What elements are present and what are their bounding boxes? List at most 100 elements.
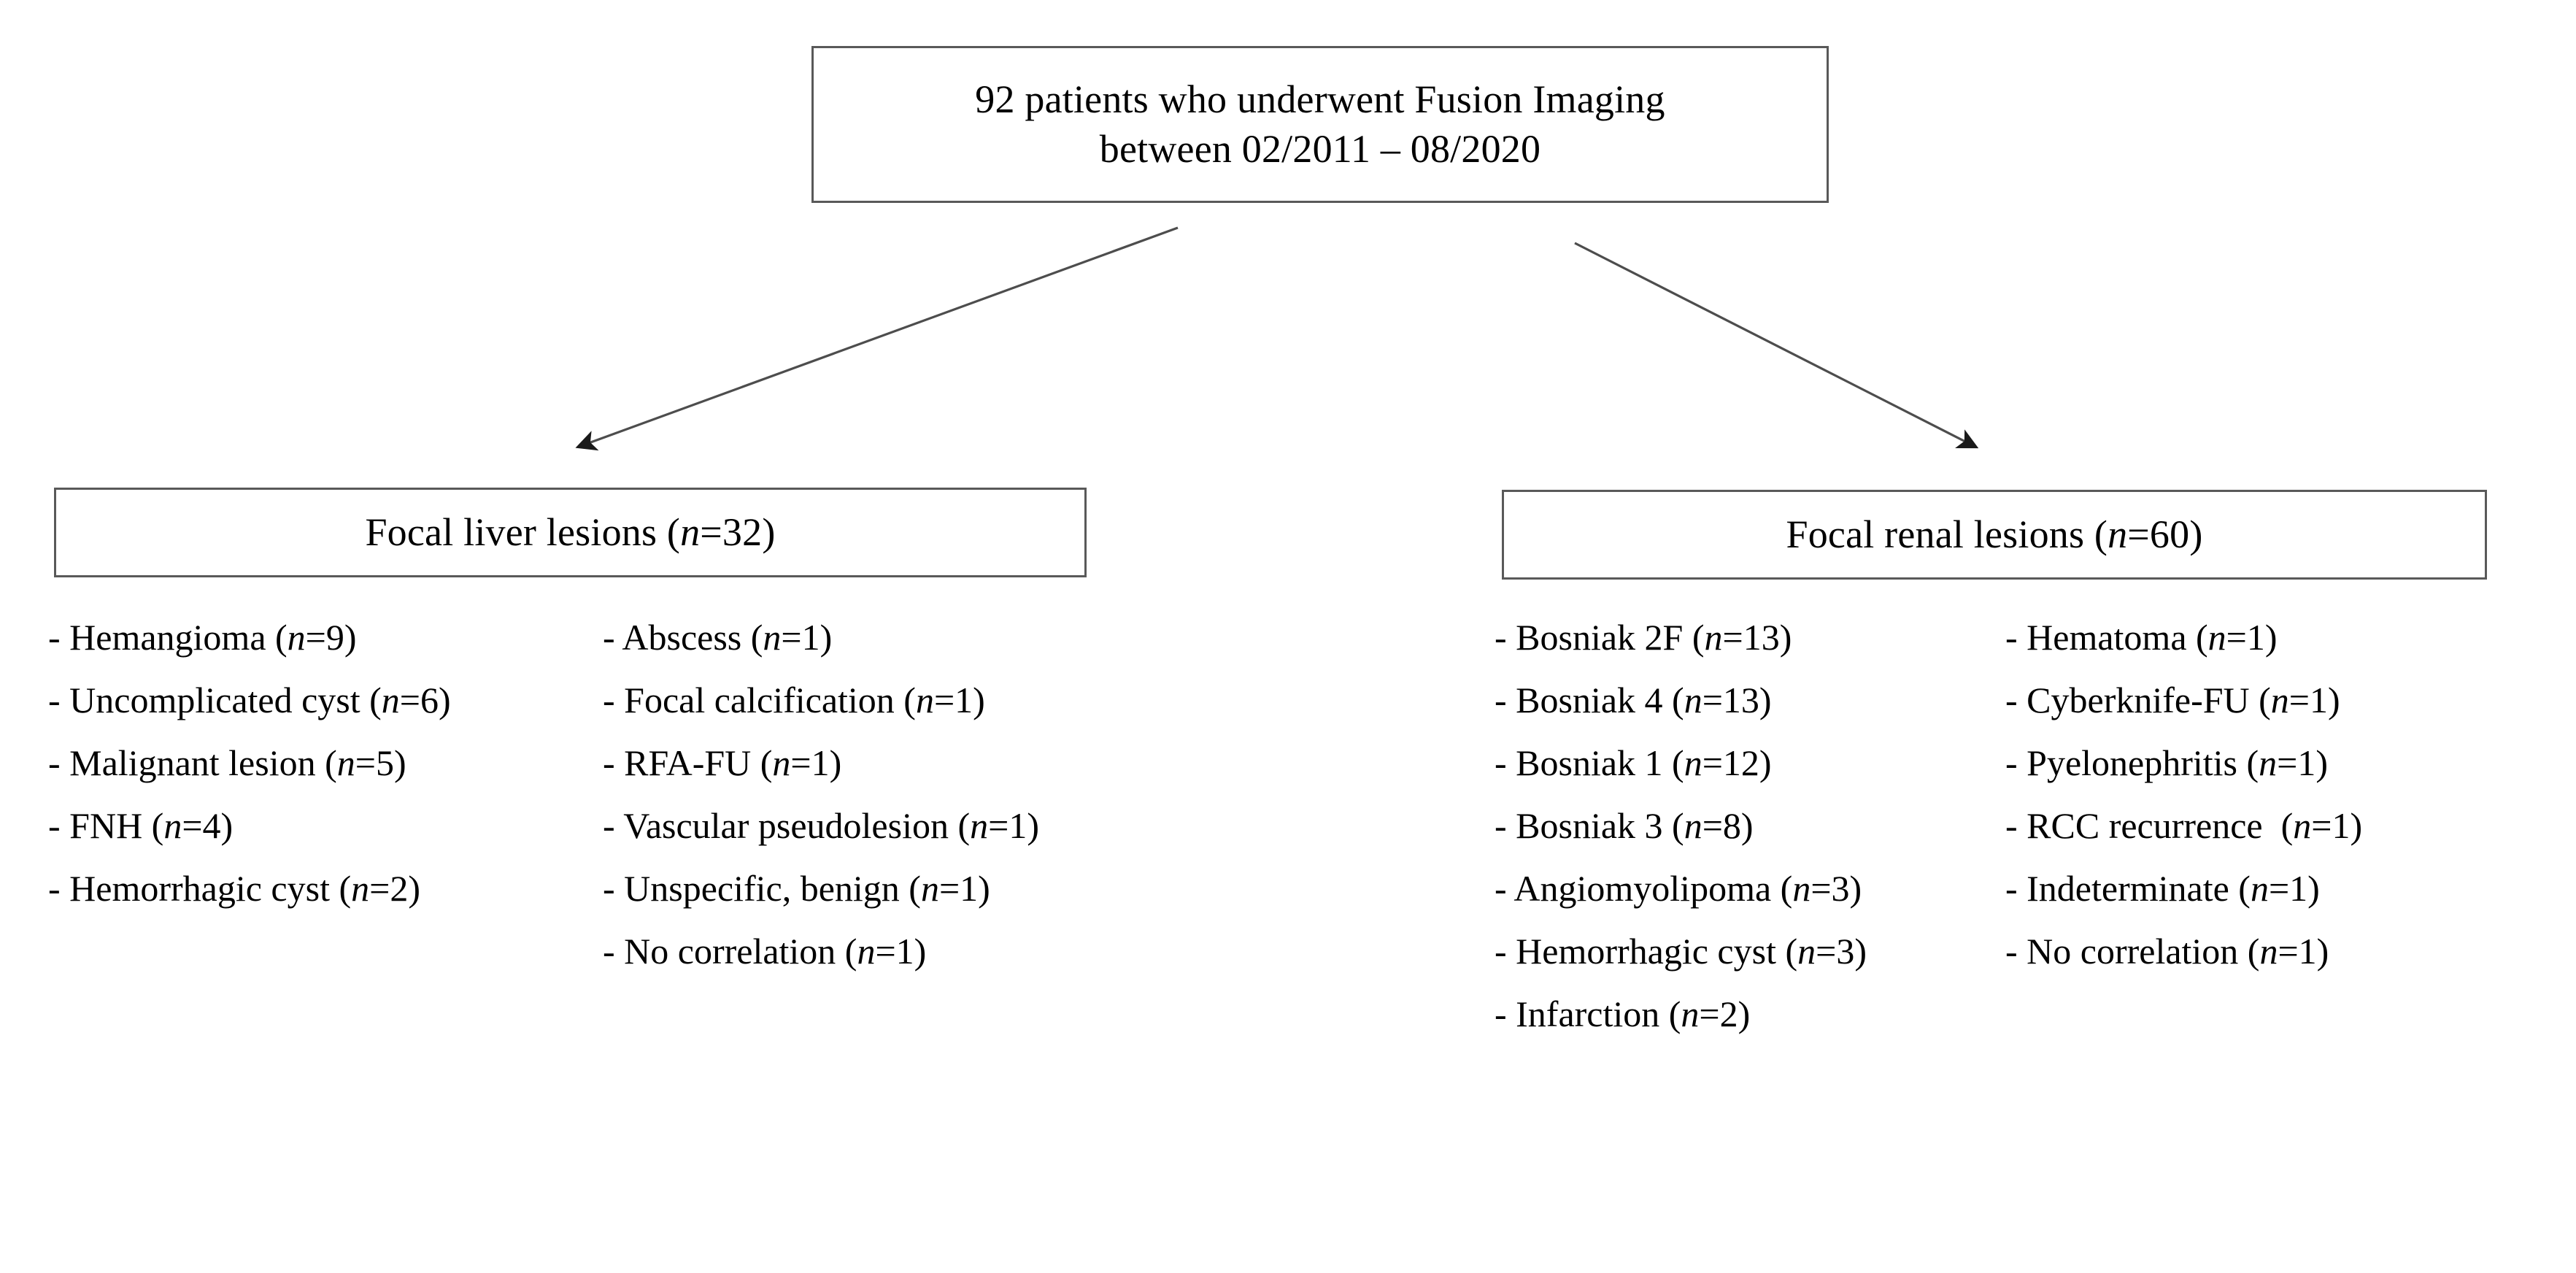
lesion-count: =1) <box>2311 805 2363 846</box>
lesion-n-italic: n <box>1797 931 1816 972</box>
lesion-count: =9) <box>305 617 357 658</box>
lesion-label: - Vascular pseudolesion ( <box>603 805 971 846</box>
lesion-count: =1) <box>2268 868 2320 909</box>
liver-header-n-italic: n <box>680 509 701 554</box>
lesion-label: - Pyelonephritis ( <box>2005 742 2259 783</box>
arrow-root-to-renal <box>1574 242 1979 449</box>
lesion-count: =2) <box>1699 993 1751 1034</box>
lesion-list-item: - Hemorrhagic cyst (n=2) <box>48 870 603 907</box>
lesion-count: =1) <box>2288 680 2340 720</box>
lesion-n-italic: n <box>2259 742 2278 783</box>
liver-node-box: Focal liver lesions (n=32) <box>54 488 1087 577</box>
lesion-list-item: - Cyberknife-FU (n=1) <box>2005 682 2538 718</box>
root-node-text: 92 patients who underwent Fusion Imaging… <box>975 75 1665 174</box>
lesion-n-italic: n <box>2259 931 2278 972</box>
lesion-label: - RFA-FU ( <box>603 742 773 783</box>
lesion-count: =1) <box>875 931 927 972</box>
renal-lesion-column-2: - Hematoma (n=1)- Cyberknife-FU (n=1)- P… <box>2005 619 2538 996</box>
lesion-list-item: - Angiomyolipoma (n=3) <box>1495 870 2005 907</box>
lesion-label: - Cyberknife-FU ( <box>2005 680 2271 720</box>
lesion-label: - Angiomyolipoma ( <box>1495 868 1793 909</box>
lesion-label: - Bosniak 2F ( <box>1495 617 1705 658</box>
lesion-list-item: - Bosniak 1 (n=12) <box>1495 745 2005 781</box>
lesion-list-item: - No correlation (n=1) <box>603 933 1201 969</box>
lesion-n-italic: n <box>381 680 400 720</box>
lesion-list-item: - Bosniak 3 (n=8) <box>1495 807 2005 844</box>
lesion-label: - No correlation ( <box>2005 931 2260 972</box>
lesion-list-item: - Abscess (n=1) <box>603 619 1201 655</box>
renal-node-box: Focal renal lesions (n=60) <box>1502 490 2487 580</box>
lesion-list-item: - Bosniak 2F (n=13) <box>1495 619 2005 655</box>
lesion-n-italic: n <box>970 805 989 846</box>
lesion-n-italic: n <box>2270 680 2289 720</box>
lesion-n-italic: n <box>915 680 934 720</box>
lesion-label: - Uncomplicated cyst ( <box>48 680 382 720</box>
lesion-count: =13) <box>1722 617 1792 658</box>
lesion-label: - FNH ( <box>48 805 164 846</box>
renal-header-prefix: Focal renal lesions ( <box>1786 512 2108 556</box>
lesion-label: - No correlation ( <box>603 931 857 972</box>
lesion-label: - Indeterminate ( <box>2005 868 2251 909</box>
lesion-label: - Hemorrhagic cyst ( <box>48 868 352 909</box>
lesion-n-italic: n <box>163 805 182 846</box>
lesion-list-item: - Hemangioma (n=9) <box>48 619 603 655</box>
lesion-label: - Bosniak 3 ( <box>1495 805 1684 846</box>
lesion-n-italic: n <box>772 742 791 783</box>
lesion-count: =1) <box>2226 617 2278 658</box>
lesion-label: - Unspecific, benign ( <box>603 868 921 909</box>
renal-lesion-lists: - Bosniak 2F (n=13)- Bosniak 4 (n=13)- B… <box>1495 619 2538 1058</box>
lesion-count: =3) <box>1810 868 1862 909</box>
lesion-list-item: - Unspecific, benign (n=1) <box>603 870 1201 907</box>
lesion-n-italic: n <box>287 617 306 658</box>
lesion-list-item: - Hemorrhagic cyst (n=3) <box>1495 933 2005 969</box>
lesion-label: - RCC recurrence ( <box>2005 805 2294 846</box>
lesion-n-italic: n <box>1684 742 1702 783</box>
arrow-root-to-liver <box>575 226 1179 451</box>
renal-node-text: Focal renal lesions (n=60) <box>1786 510 2202 560</box>
lesion-count: =2) <box>369 868 420 909</box>
lesion-list-item: - Focal calcification (n=1) <box>603 682 1201 718</box>
lesion-label: - Infarction ( <box>1495 993 1681 1034</box>
lesion-list-item: - Pyelonephritis (n=1) <box>2005 745 2538 781</box>
lesion-count: =6) <box>399 680 451 720</box>
renal-lesion-column-1: - Bosniak 2F (n=13)- Bosniak 4 (n=13)- B… <box>1495 619 2005 1058</box>
liver-node-text: Focal liver lesions (n=32) <box>365 508 775 558</box>
lesion-list-item: - Indeterminate (n=1) <box>2005 870 2538 907</box>
lesion-label: - Hemorrhagic cyst ( <box>1495 931 1798 972</box>
liver-header-prefix: Focal liver lesions ( <box>365 509 681 554</box>
liver-lesion-column-2: - Abscess (n=1)- Focal calcification (n=… <box>603 619 1201 996</box>
lesion-n-italic: n <box>2250 868 2269 909</box>
renal-header-suffix: =60) <box>2127 512 2203 556</box>
lesion-list-item: - Hematoma (n=1) <box>2005 619 2538 655</box>
root-node-box: 92 patients who underwent Fusion Imaging… <box>811 46 1829 203</box>
lesion-label: - Abscess ( <box>603 617 763 658</box>
lesion-n-italic: n <box>857 931 876 972</box>
lesion-n-italic: n <box>763 617 782 658</box>
lesion-count: =1) <box>790 742 842 783</box>
lesion-count: =1) <box>781 617 833 658</box>
lesion-n-italic: n <box>2207 617 2226 658</box>
lesion-list-item: - FNH (n=4) <box>48 807 603 844</box>
lesion-n-italic: n <box>336 742 355 783</box>
lesion-n-italic: n <box>1681 993 1700 1034</box>
lesion-count: =1) <box>2277 742 2329 783</box>
lesion-label: - Focal calcification ( <box>603 680 916 720</box>
lesion-list-item: - Malignant lesion (n=5) <box>48 745 603 781</box>
lesion-list-item: - Bosniak 4 (n=13) <box>1495 682 2005 718</box>
lesion-label: - Hematoma ( <box>2005 617 2208 658</box>
liver-lesion-column-1: - Hemangioma (n=9) - Uncomplicated cyst (… <box>48 619 603 933</box>
lesion-label: - Bosniak 1 ( <box>1495 742 1684 783</box>
lesion-n-italic: n <box>1684 680 1702 720</box>
lesion-n-italic: n <box>1704 617 1723 658</box>
lesion-list-item: - Infarction (n=2) <box>1495 996 2005 1032</box>
lesion-list-item: - RFA-FU (n=1) <box>603 745 1201 781</box>
lesion-count: =3) <box>1816 931 1867 972</box>
liver-header-suffix: =32) <box>700 509 776 554</box>
lesion-count: =1) <box>988 805 1039 846</box>
lesion-count: =4) <box>182 805 234 846</box>
lesion-n-italic: n <box>920 868 939 909</box>
lesion-list-item: - Uncomplicated cyst (n=6) <box>48 682 603 718</box>
liver-lesion-lists: - Hemangioma (n=9) - Uncomplicated cyst (… <box>48 619 1201 996</box>
lesion-count: =1) <box>938 868 990 909</box>
